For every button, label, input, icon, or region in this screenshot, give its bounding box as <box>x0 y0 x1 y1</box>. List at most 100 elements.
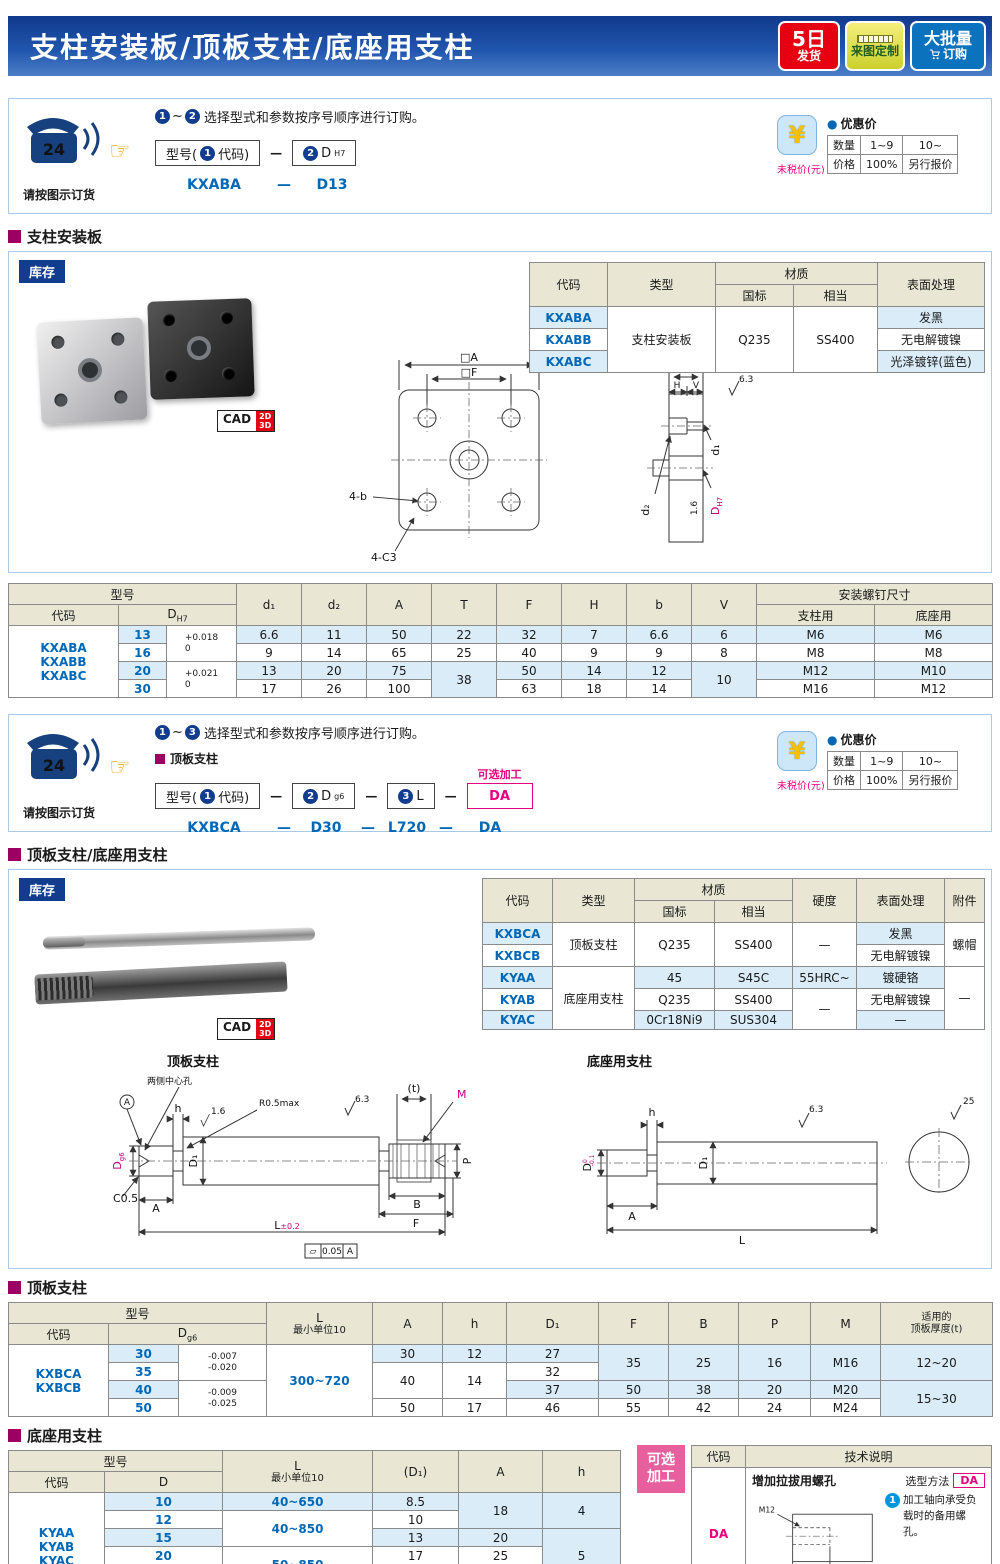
roughness-label: 6.3 <box>739 375 753 385</box>
code-cell: KXABA KXABB KXABC <box>8 625 119 698</box>
table-row: KYAA KYAB KYAC 10 40~650 8.5 18 4 <box>8 1492 622 1564</box>
flatness-value: 0.05 <box>322 1247 342 1257</box>
cell: 40~650 <box>222 1492 374 1511</box>
header-cell: h <box>542 1450 622 1493</box>
param-label: L <box>416 788 424 804</box>
cell: 46 <box>506 1398 599 1417</box>
header-cell: 国标 <box>633 900 715 923</box>
yen-icon: ¥ <box>777 731 817 771</box>
cell: KXABC <box>528 350 608 373</box>
price-title: ● 优惠价 <box>827 731 958 748</box>
cell: KXABB <box>528 328 608 351</box>
cell: 8.5 <box>372 1492 460 1511</box>
model-code-box: 型号( 1 代码) <box>155 140 261 166</box>
tilde: ~ <box>172 725 183 740</box>
cell: 14 <box>561 661 627 680</box>
instruction-line: 1 ~ 2 选择型式和参数按序号顺序进行订购。 <box>155 107 777 126</box>
cell: KYAC <box>481 1010 553 1030</box>
header-cell: h <box>442 1302 507 1345</box>
cell: 25 <box>431 643 497 662</box>
cart-icon <box>929 49 940 60</box>
cell: 24 <box>738 1398 811 1417</box>
optional-value: DA <box>466 783 533 809</box>
dash: — <box>277 820 291 836</box>
section-title-plates: 支柱安装板 <box>8 226 992 247</box>
table-row: 50 50 17 46 55 42 24 M24 <box>9 1398 993 1417</box>
step-2-badge: 2 <box>184 109 200 124</box>
cell: M20 <box>810 1380 881 1399</box>
cell: 1~9 <box>859 751 904 771</box>
order-caption: 请按图示订货 <box>23 806 96 820</box>
cell: 50 <box>108 1398 179 1417</box>
header-cell: 表面处理 <box>877 262 985 307</box>
phone-24-icon: 24 <box>27 734 100 779</box>
dim-label: D₁ <box>187 1155 200 1168</box>
header-cell: 附件 <box>944 878 985 923</box>
header-cell: A <box>458 1450 544 1493</box>
table-row: KXBCA 顶板支柱 Q235 SS400 — 发黑 螺帽 <box>481 922 985 967</box>
cell: 4 <box>542 1492 622 1529</box>
cell: M12 <box>756 661 875 680</box>
step-1-badge: 1 <box>155 109 170 124</box>
cell: 12 <box>103 1510 224 1529</box>
cell: 15~30 <box>880 1380 993 1417</box>
cad-label: CAD <box>223 1020 252 1034</box>
cell: M16 <box>756 679 875 698</box>
section-title-text: 顶板支柱/底座用支柱 <box>27 846 168 864</box>
price-table-block: ● 优惠价 数量 1~9 10~ 价格 100% 另行报价 <box>827 731 959 823</box>
code: KXABA <box>40 640 87 655</box>
cell: 发黑 <box>877 306 985 329</box>
header-cell: 安装螺钉尺寸 <box>755 583 994 605</box>
cell: 支柱安装板 <box>606 306 716 373</box>
example-value: D30 <box>310 820 342 836</box>
header-cell: 代码 <box>8 1323 109 1345</box>
dim-label: A <box>628 1210 636 1223</box>
header-cell: B <box>668 1302 739 1345</box>
header-cell: 底座用 <box>873 604 994 626</box>
tilde: ~ <box>172 109 183 124</box>
cad-3d: 3D <box>259 1029 272 1039</box>
cell: 另行报价 <box>902 770 959 790</box>
code: KXABB <box>40 654 87 669</box>
cell: 30 <box>372 1344 443 1363</box>
header-cell: 型号 <box>8 1302 267 1324</box>
cad-3d: 3D <box>259 421 272 431</box>
dash: — <box>361 820 375 836</box>
cell: — <box>944 966 985 1030</box>
da-top-row: 增加拉拔用螺孔 选型方法 DA <box>752 1472 985 1489</box>
dim-label: □A <box>460 351 478 364</box>
cell: 6.6 <box>236 625 302 644</box>
cell: 55 <box>598 1398 669 1417</box>
cell: 8 <box>691 643 757 662</box>
cell: 数量 <box>827 751 861 771</box>
cell: 40 <box>372 1362 443 1399</box>
optional-label: 可选加工 <box>477 768 522 781</box>
drawing-title: 底座用支柱 <box>587 1054 652 1070</box>
dim-label: V <box>693 381 700 391</box>
price-panel: ¥ 未税价(元) ● 优惠价 数量 1~9 10~ 价格 100% <box>777 723 979 823</box>
cell: 光泽镀锌(蓝色) <box>877 350 985 373</box>
section-title-pillars: 顶板支柱/底座用支柱 <box>8 844 992 865</box>
badge-5day-shipping: 5日 发货 <box>778 21 840 71</box>
dim-label: (t) <box>408 1082 421 1095</box>
header-cell: b <box>626 583 692 626</box>
badge-text: 5日 <box>792 27 826 52</box>
optional-machining-panel: 可选 加工 代码 技术说明 DA 增加拉拔用螺孔 <box>637 1445 992 1564</box>
bullet-icon: ● <box>827 116 838 131</box>
cell: 50 <box>598 1380 669 1399</box>
header-cell: 类型 <box>606 262 716 307</box>
table-row: KXBCA KXBCB 30 -0.007-0.020 300~720 30 1… <box>8 1344 993 1417</box>
dim-label: M <box>457 1088 467 1101</box>
dim-label: h <box>175 1102 182 1115</box>
cell: 顶板支柱 <box>551 922 635 967</box>
order-section-1: 24 ☞ 请按图示订货 1 ~ 2 选择型式和参数按序号顺序进行订购。 型号( … <box>8 98 992 214</box>
pillar-product-photo <box>31 912 331 1042</box>
header-cell: A <box>366 583 432 626</box>
cell: 价格 <box>827 770 861 790</box>
cad-badge: CAD 2D 3D <box>217 1018 276 1041</box>
da-table: 代码 技术说明 DA 增加拉拔用螺孔 选型方法 DA <box>691 1445 992 1564</box>
